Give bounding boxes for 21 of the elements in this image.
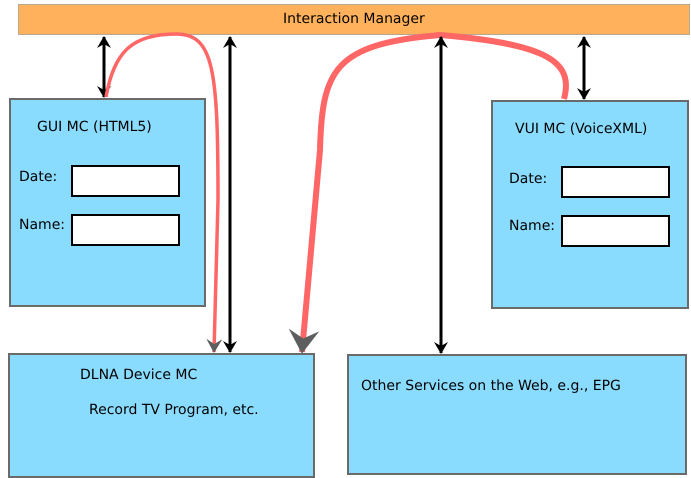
arrow: [223, 36, 237, 353]
arrow: [104, 32, 222, 353]
box-title: GUI MC (HTML5): [37, 120, 152, 134]
arrow: [97, 36, 111, 98]
box-title: DLNA Device MC: [80, 368, 198, 382]
component-box: [347, 354, 687, 475]
field-label: Date:: [509, 172, 548, 186]
field-label: Date:: [19, 170, 58, 184]
arrow: [434, 36, 448, 354]
component-box: [491, 100, 689, 309]
component-box: [8, 353, 315, 478]
box-title: Other Services on the Web, e.g., EPG: [361, 379, 621, 393]
box-title: VUI MC (VoiceXML): [515, 122, 648, 136]
arrow: [577, 36, 591, 100]
manager-bar: [18, 4, 690, 35]
bar-label: Interaction Manager: [283, 12, 425, 26]
field-label: Name:: [19, 218, 66, 232]
arrow: [288, 32, 569, 354]
box-text: Record TV Program, etc.: [89, 403, 259, 417]
component-box: [9, 98, 206, 307]
field-label: Name:: [509, 219, 556, 233]
